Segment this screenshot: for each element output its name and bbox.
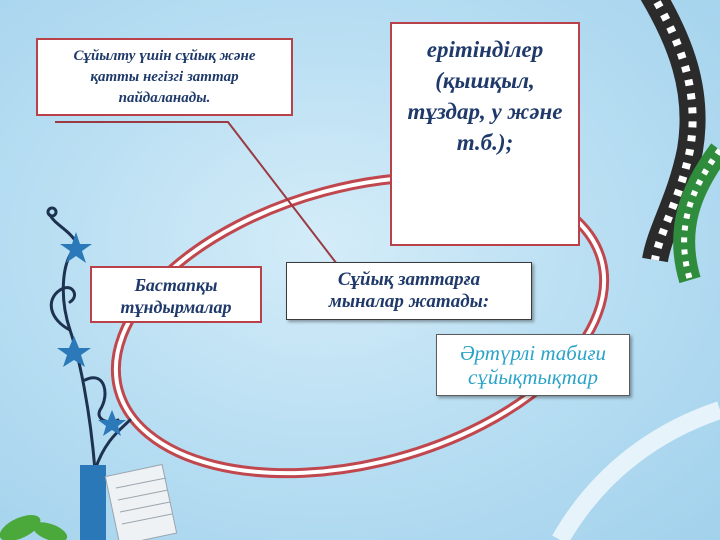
notebook — [104, 463, 178, 540]
initial-sediments-line-1: Бастапқы — [134, 275, 218, 295]
solutions-line-1: ерітінділер — [426, 37, 544, 62]
leaves — [0, 515, 68, 540]
liquid-substances-line-1: Сұйық заттарға — [337, 269, 481, 290]
liquid-substances-line-2: мыналар жатады: — [328, 291, 490, 312]
star-icon — [57, 232, 126, 436]
vase — [80, 465, 106, 540]
film-strip-green — [673, 143, 720, 284]
initial-sediments-line-2: тұндырмалар — [120, 297, 232, 317]
film-strip-dark — [640, 0, 706, 263]
note-dilution-line-2: қатты негізгі заттар — [90, 69, 239, 85]
note-dilution-line-1: Сұйылту үшін сұйық және — [73, 48, 256, 64]
solutions-line-3: тұздар, у және — [407, 99, 563, 124]
natural-liquids-box: Әртүрлі табиғи сұйықтықтар — [436, 334, 630, 396]
red-ring — [110, 171, 610, 479]
natural-liquids-line-2: сұйықтықтар — [468, 365, 598, 389]
solutions-line-4: т.б.); — [456, 130, 514, 155]
initial-sediments-box: Бастапқы тұндырмалар — [90, 266, 262, 323]
note-dilution-box: Сұйылту үшін сұйық және қатты негізгі за… — [36, 38, 293, 116]
decorative-plant — [46, 206, 132, 472]
natural-liquids-line-1: Әртүрлі табиғи — [459, 341, 607, 365]
solutions-line-2: (қышқыл, — [435, 68, 535, 93]
solutions-box: ерітінділер (қышқыл, тұздар, у және т.б.… — [390, 22, 580, 246]
note-dilution-line-3: пайдаланады. — [118, 90, 211, 106]
film-strip-light — [552, 401, 720, 540]
connector-line — [55, 121, 341, 269]
liquid-substances-box: Сұйық заттарға мыналар жатады: — [286, 262, 532, 320]
